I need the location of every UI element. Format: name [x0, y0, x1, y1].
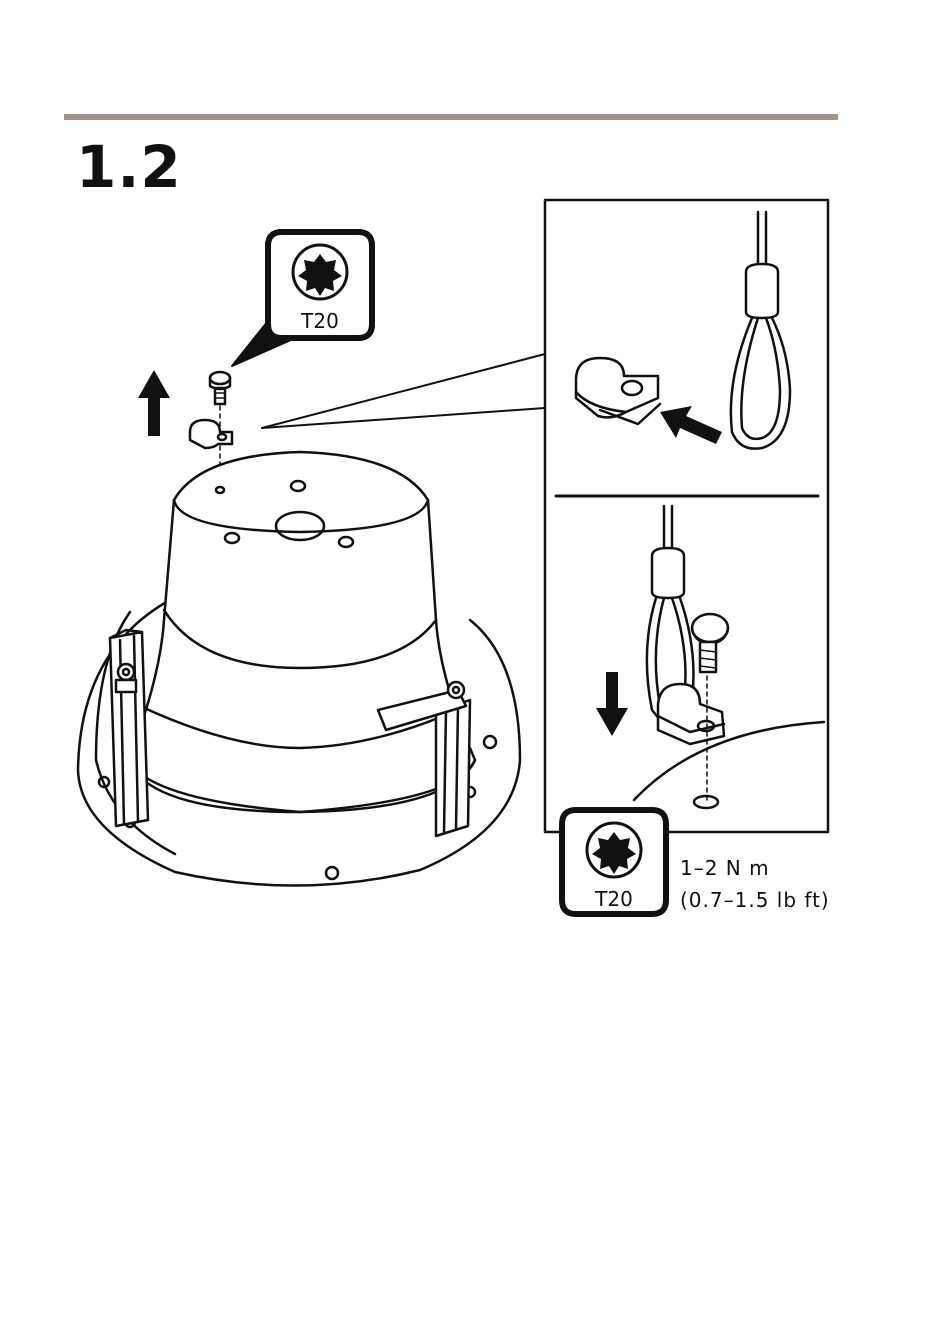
- arrow-up-icon: [138, 370, 170, 436]
- bottom-tool-label: T20: [594, 887, 633, 911]
- torque-imperial: (0.7–1.5 lb ft): [680, 890, 830, 910]
- speaker-housing: [78, 452, 520, 886]
- bottom-tool-badge: T20: [562, 810, 666, 914]
- top-tool-badge: T20: [232, 232, 372, 366]
- top-screw: [210, 372, 230, 404]
- top-tool-label: T20: [300, 309, 339, 333]
- arrow-diagonal-icon: [660, 406, 722, 444]
- detail-box: [545, 200, 828, 832]
- arrow-down-icon: [596, 672, 628, 736]
- top-clamp: [190, 420, 232, 448]
- torque-metric: 1–2 N m: [680, 858, 770, 878]
